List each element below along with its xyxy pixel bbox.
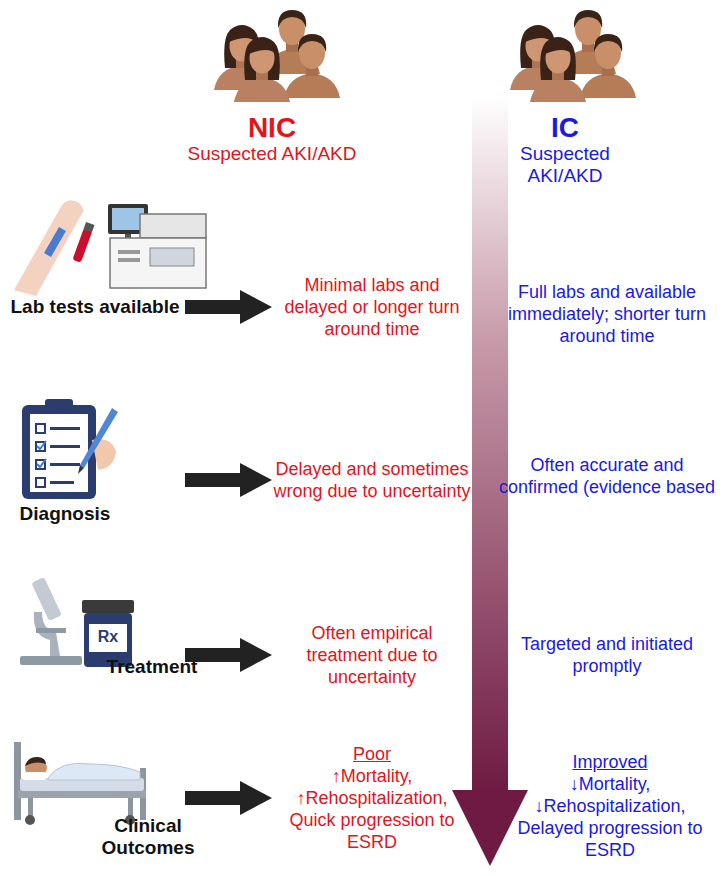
column-heading: IC — [485, 112, 645, 144]
cell-text: Delayed and sometimes wrong due to uncer… — [272, 458, 472, 502]
ic-cell: Full labs and available immediately; sho… — [496, 272, 718, 356]
row-label: Lab tests available — [10, 190, 185, 340]
cell-text: ↓Mortality, ↓Rehospitalization, Delayed … — [516, 773, 704, 861]
lab-icon — [14, 200, 206, 296]
column-subheading: Suspected AKI/AKD — [495, 143, 635, 187]
treatment-icon — [20, 577, 134, 667]
flow-arrow — [185, 463, 272, 497]
flow-arrow — [185, 638, 272, 672]
ic-cell: Targeted and initiated promptly — [496, 625, 718, 685]
row-label-text: Lab tests available — [10, 296, 180, 318]
row-label: Diagnosis — [10, 395, 185, 535]
rx-symbol: Rx — [90, 628, 126, 646]
patient-group — [510, 10, 636, 102]
cell-text: Full labs and available immediately; sho… — [496, 281, 718, 347]
cell-text: ↑Mortality, ↑Rehospitalization, Quick pr… — [286, 765, 458, 853]
hospital-bed-icon — [14, 742, 146, 825]
cell-text: Often accurate and confirmed (evidence b… — [496, 454, 718, 498]
patient-group — [214, 10, 340, 102]
row-label-text: Clinical Outcomes — [92, 815, 204, 859]
clipboard-icon — [22, 399, 118, 499]
ic-outcome-cell: Improved↓Mortality, ↓Rehospitalization, … — [500, 748, 720, 863]
nic-cell: Often empirical treatment due to uncerta… — [272, 615, 472, 695]
nic-outcome-cell: Poor↑Mortality, ↑Rehospitalization, Quic… — [272, 738, 472, 858]
cell-text: Minimal labs and delayed or longer turn … — [272, 274, 472, 340]
nic-cell: Minimal labs and delayed or longer turn … — [272, 265, 472, 349]
column-heading: NIC — [172, 112, 372, 144]
column-subheading: Suspected AKI/AKD — [147, 143, 397, 165]
flow-arrow — [185, 290, 272, 324]
ic-cell: Often accurate and confirmed (evidence b… — [496, 440, 718, 512]
row-label: Clinical Outcomes — [10, 735, 185, 865]
row-label-text: Diagnosis — [10, 503, 120, 525]
outcome-heading: Poor — [353, 743, 391, 765]
row-label: Treatment — [10, 570, 185, 682]
nic-cell: Delayed and sometimes wrong due to uncer… — [272, 440, 472, 520]
outcome-heading: Improved — [572, 751, 647, 773]
cell-text: Often empirical treatment due to uncerta… — [272, 622, 472, 688]
flow-arrow — [185, 781, 272, 815]
cell-text: Targeted and initiated promptly — [496, 633, 718, 677]
